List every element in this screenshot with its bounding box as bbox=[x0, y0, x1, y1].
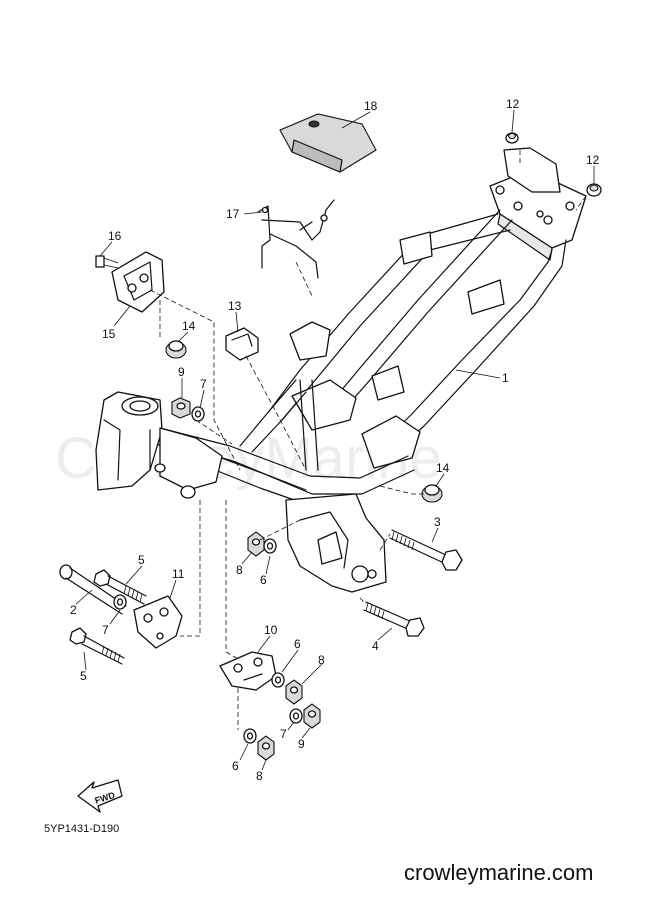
part-11-bracket[interactable] bbox=[133, 595, 183, 649]
callout-6-bottom: 6 bbox=[232, 759, 239, 773]
part-16-bolt[interactable] bbox=[95, 255, 119, 269]
part-9-nut-lower[interactable] bbox=[303, 703, 321, 729]
part-15-side-bracket[interactable] bbox=[111, 251, 165, 313]
part-18-seat-pad[interactable] bbox=[279, 113, 377, 173]
callout-15: 15 bbox=[102, 327, 116, 341]
fwd-direction-arrow: FWD bbox=[77, 779, 123, 813]
callout-5-upper: 5 bbox=[138, 553, 145, 567]
callout-3: 3 bbox=[434, 515, 441, 529]
callout-14-upper: 14 bbox=[182, 319, 196, 333]
callout-8-bottom: 8 bbox=[256, 769, 263, 783]
callout-7-upper: 7 bbox=[200, 377, 207, 391]
website-url: crowleymarine.com bbox=[404, 860, 594, 885]
part-3-long-bolt[interactable] bbox=[389, 529, 463, 571]
callout-1: 1 bbox=[502, 371, 509, 385]
part-4-bolt[interactable] bbox=[363, 601, 425, 637]
part-5-bolt-lower[interactable] bbox=[69, 627, 125, 665]
part-7-washer-upper[interactable] bbox=[191, 406, 205, 422]
callout-12-left: 12 bbox=[506, 97, 520, 111]
part-14-collar-right[interactable] bbox=[421, 484, 443, 503]
part-14-collar-upper[interactable] bbox=[165, 340, 187, 359]
callout-7-left: 7 bbox=[102, 623, 109, 637]
part-7-washer-lower[interactable] bbox=[289, 708, 303, 724]
callout-13: 13 bbox=[228, 299, 242, 313]
callout-leaders bbox=[75, 109, 595, 771]
callout-9-lower: 9 bbox=[298, 737, 305, 751]
part-7-washer-left[interactable] bbox=[113, 594, 127, 610]
part-17-bracket[interactable] bbox=[257, 199, 335, 279]
part-8-nut-middle[interactable] bbox=[247, 531, 265, 557]
part-12-cap-left[interactable] bbox=[505, 132, 519, 144]
part-8-nut-right[interactable] bbox=[285, 679, 303, 705]
part-5-bolt-upper[interactable] bbox=[93, 569, 147, 605]
callout-8-right: 8 bbox=[318, 653, 325, 667]
callout-5-lower: 5 bbox=[80, 669, 87, 683]
callout-17: 17 bbox=[226, 207, 240, 221]
assembly-guide-lines bbox=[149, 150, 587, 730]
callout-12-right: 12 bbox=[586, 153, 600, 167]
part-1-main-frame[interactable] bbox=[95, 147, 587, 593]
part-13-clip[interactable] bbox=[225, 327, 259, 361]
callout-16: 16 bbox=[108, 229, 122, 243]
callout-11: 11 bbox=[172, 567, 185, 581]
callout-14-right: 14 bbox=[436, 461, 450, 475]
part-6-washer-bottom[interactable] bbox=[243, 728, 257, 744]
callout-numbers: 18 12 12 17 16 15 13 14 9 7 1 14 3 4 5 2… bbox=[70, 97, 600, 783]
callout-6-right: 6 bbox=[294, 637, 301, 651]
part-8-nut-bottom[interactable] bbox=[257, 735, 275, 761]
part-6-washer-right[interactable] bbox=[271, 672, 285, 688]
part-6-washer-middle[interactable] bbox=[263, 538, 277, 554]
part-10-bracket[interactable] bbox=[219, 651, 277, 691]
callout-7-lower: 7 bbox=[280, 727, 287, 741]
callout-6-middle: 6 bbox=[260, 573, 267, 587]
part-number-code: 5YP1431-D190 bbox=[44, 823, 119, 835]
callout-2: 2 bbox=[70, 603, 77, 617]
callout-10: 10 bbox=[264, 623, 278, 637]
part-9-nut-upper[interactable] bbox=[171, 397, 191, 419]
part-12-cap-right[interactable] bbox=[586, 183, 602, 197]
callout-18: 18 bbox=[364, 99, 378, 113]
callout-9-upper: 9 bbox=[178, 365, 185, 379]
callout-4: 4 bbox=[372, 639, 379, 653]
callout-8-middle: 8 bbox=[236, 563, 243, 577]
